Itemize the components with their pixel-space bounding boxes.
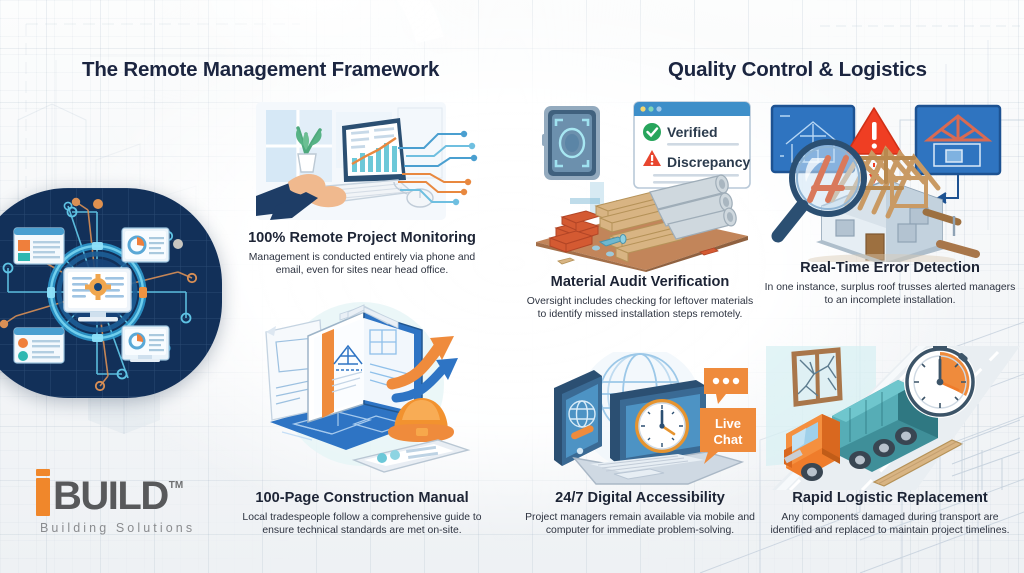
tablet-device: [351, 439, 471, 473]
feature-title: Material Audit Verification: [550, 274, 730, 290]
clock-icon: [635, 399, 689, 453]
feature-block-real-time-error-detection: Real-Time Error Detection In one instanc…: [764, 260, 1016, 308]
blueprint-panel-right: [914, 104, 1002, 176]
feature-description: Local tradespeople follow a comprehensiv…: [242, 511, 482, 537]
truck-stopwatch-illustration: [766, 346, 1020, 490]
live-chat-label-line1: Live: [715, 416, 741, 431]
discrepancy-label: Discrepancy: [667, 154, 750, 170]
feature-block-material-audit-verification: Material Audit Verification Oversight in…: [524, 274, 756, 322]
magnifying-glass-icon: [771, 139, 867, 243]
section-heading-left: The Remote Management Framework: [82, 58, 440, 81]
manual-blueprint-illustration: [265, 302, 471, 473]
desk-monitoring-illustration: [256, 102, 478, 220]
feature-description: Project managers remain available via mo…: [525, 511, 755, 537]
circuit-endpoints: [452, 130, 478, 206]
brick-stack: [548, 210, 602, 253]
feature-block-digital-accessibility: 24/7 Digital Accessibility Project manag…: [524, 490, 756, 538]
feature-description: In one instance, surplus roof trusses al…: [764, 281, 1016, 307]
feature-title: Real-Time Error Detection: [800, 260, 980, 276]
remote-management-hub-panel: [0, 188, 222, 398]
feature-description: Any components damaged during transport …: [770, 511, 1010, 537]
ui-card-top-right: [121, 227, 170, 263]
background-linework-right: [951, 419, 1020, 490]
ui-card-top-left: [13, 227, 65, 265]
material-audit-illustration: Verified Discrepancy: [536, 101, 751, 272]
verified-check-icon: [643, 123, 661, 141]
laptop-computer: [572, 380, 745, 485]
truck-wheels: [801, 427, 917, 481]
laptop-phone-clock-illustration: Live Chat: [554, 352, 756, 485]
house-diagram: [333, 344, 363, 371]
connector-arrow: [936, 174, 959, 204]
feature-block-rapid-logistic-replacement: Rapid Logistic Replacement Any component…: [764, 490, 1016, 538]
ui-card-bottom-left: [13, 327, 65, 364]
debris: [557, 234, 719, 265]
ui-card-bottom-right: [121, 325, 170, 362]
feature-description: Oversight includes checking for leftover…: [526, 295, 754, 321]
logo-wordmark-row: BUILD TM: [36, 469, 195, 518]
circuit-lines: [398, 133, 472, 203]
truss-diagram: [923, 114, 993, 142]
digital-hub-illustration: [0, 197, 198, 392]
phone-globe-icon: [568, 400, 596, 428]
crack-lines: [797, 355, 837, 397]
feature-block-remote-project-monitoring: 100% Remote Project Monitoring Managemen…: [234, 230, 490, 278]
growth-arrows: [386, 336, 458, 403]
scan-brackets: [554, 118, 590, 168]
live-chat-label-line2: Chat: [714, 432, 744, 447]
stopwatch-icon: [904, 346, 976, 418]
logo-i-letter-icon: [36, 469, 50, 516]
computer-monitor: [342, 118, 406, 190]
logo-trademark: TM: [168, 480, 184, 491]
audit-report-window: Verified Discrepancy: [633, 101, 751, 216]
feature-title: Rapid Logistic Replacement: [792, 490, 988, 506]
potted-plant: [296, 126, 322, 173]
roof-truss-inspection-illustration: [770, 104, 1002, 262]
feature-block-construction-manual: 100-Page Construction Manual Local trade…: [234, 490, 490, 538]
section-heading-right: Quality Control & Logistics: [668, 58, 927, 81]
chat-bubble-dots: [704, 368, 748, 404]
feature-title: 24/7 Digital Accessibility: [555, 490, 725, 506]
mobile-phone: [554, 370, 602, 466]
top-glow: [150, 0, 480, 90]
logo-tagline: Building Solutions: [40, 521, 196, 535]
hands-typing: [256, 174, 347, 220]
live-chat-bubble: Live Chat: [700, 408, 756, 464]
ibuild-logo: BUILD TM Building Solutions: [36, 469, 196, 535]
hard-hat: [388, 398, 454, 442]
verified-label: Verified: [667, 124, 718, 140]
feature-title: 100% Remote Project Monitoring: [248, 230, 476, 246]
timber-stack: [594, 191, 686, 263]
logo-word: BUILD: [53, 474, 169, 518]
central-monitor-icon: [63, 267, 132, 322]
delivery-truck: [784, 380, 938, 481]
pipe-stack: [649, 174, 737, 240]
broken-window-frame: [791, 347, 843, 407]
feature-description: Management is conducted entirely via pho…: [248, 251, 476, 277]
feature-title: 100-Page Construction Manual: [255, 490, 469, 506]
chart-on-screen: [351, 137, 397, 172]
